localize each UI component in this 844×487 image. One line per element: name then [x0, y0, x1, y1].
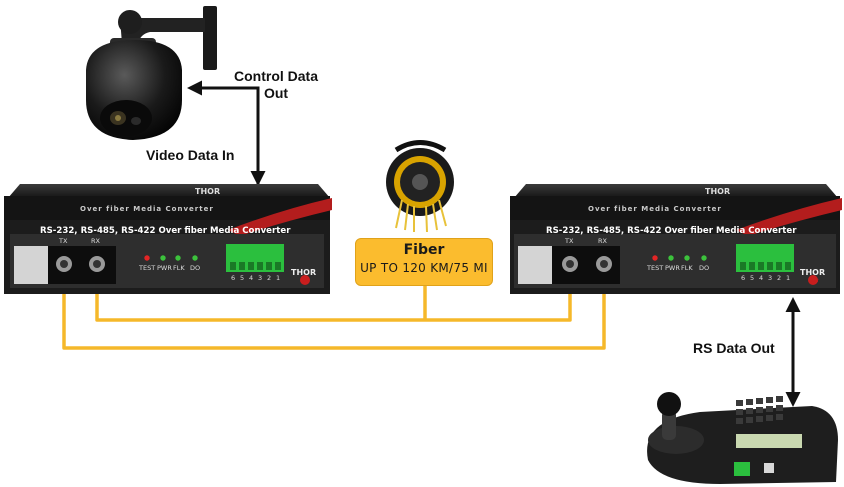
converter-left-brand: THOR	[291, 268, 317, 277]
converter-left-led-do: DO	[190, 264, 201, 272]
converter-left-term-2: 2	[267, 274, 272, 282]
converter-right-rx: RX	[598, 237, 607, 245]
converter-left-led-flk: FLK	[173, 264, 185, 272]
control-data-out-line2: Out	[263, 85, 289, 101]
converter-right-brand-sub: Fiber	[809, 278, 819, 283]
converter-left-led-test: TEST	[139, 264, 156, 272]
ptz-joystick-keyboard-icon	[647, 392, 838, 484]
video-data-in-label: Video Data In	[146, 147, 235, 163]
converter-right-led-do: DO	[699, 264, 710, 272]
converter-left-title: RS-232, RS-485, RS-422 Over fiber Media …	[40, 226, 291, 236]
converter-right-tx: TX	[565, 237, 574, 245]
converter-left-term-5: 5	[240, 274, 245, 282]
control-data-out-line1: Control Data	[234, 68, 318, 84]
converter-left-subtitle: Over fiber Media Converter	[80, 205, 214, 213]
converter-left-led-pwr: PWR	[157, 264, 172, 272]
fiber-distance: UP TO 120 KM/75 MI	[360, 261, 488, 275]
control-data-out-label: Control Data Out	[212, 68, 340, 102]
converter-left-tx: TX	[59, 237, 68, 245]
converter-left-term-4: 4	[249, 274, 254, 282]
converter-right-title: RS-232, RS-485, RS-422 Over fiber Media …	[546, 226, 797, 236]
converter-right-term-2: 2	[777, 274, 782, 282]
converter-left-top-brand: THOR	[195, 187, 221, 196]
converter-right-led-pwr: PWR	[665, 264, 680, 272]
ptz-dome-camera-icon	[86, 6, 217, 140]
converter-right-brand: THOR	[800, 268, 826, 277]
converter-left-term-6: 6	[231, 274, 236, 282]
converter-right-led-test: TEST	[647, 264, 664, 272]
fiber-title: Fiber	[403, 242, 445, 258]
converter-right-term-6: 6	[741, 274, 746, 282]
rs-data-out-label: RS Data Out	[693, 340, 775, 356]
control-video-arrows	[187, 80, 266, 186]
converter-right-led-flk: FLK	[681, 264, 693, 272]
converter-right-term-3: 3	[768, 274, 773, 282]
converter-left	[4, 184, 332, 294]
converter-left-term-3: 3	[258, 274, 263, 282]
fiber-callout: Fiber UP TO 120 KM/75 MI	[355, 238, 493, 286]
converter-right-top-brand: THOR	[705, 187, 731, 196]
converter-left-rx: RX	[91, 237, 100, 245]
converter-left-term-1: 1	[276, 274, 281, 282]
converter-left-brand-sub: Fiber	[300, 278, 310, 283]
converter-right-term-5: 5	[750, 274, 755, 282]
converter-right-term-4: 4	[759, 274, 764, 282]
converter-right-subtitle: Over fiber Media Converter	[588, 205, 722, 213]
converter-right	[510, 184, 842, 294]
converter-right-term-1: 1	[786, 274, 791, 282]
fiber-cable-reel-icon	[386, 140, 454, 233]
